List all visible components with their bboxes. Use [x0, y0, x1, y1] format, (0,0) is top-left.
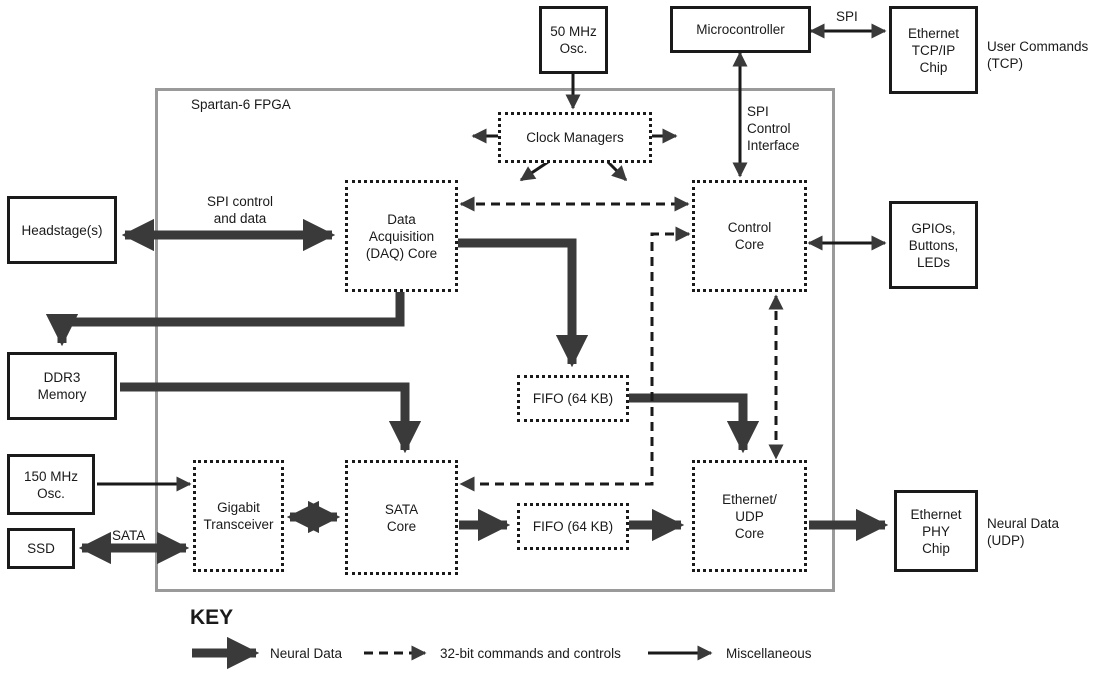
fifo-top-block: FIFO (64 KB) — [517, 375, 629, 422]
sata-core-block: SATA Core — [345, 460, 458, 575]
key-neural-label: Neural Data — [270, 646, 343, 661]
ddr3-sata-link — [120, 382, 422, 454]
spi-control-interface-label: SPI Control Interface — [747, 104, 800, 153]
user-commands-label: User Commands (TCP) — [987, 39, 1089, 71]
fifo-bottom-block: FIFO (64 KB) — [517, 503, 629, 550]
clock-down-left-out — [519, 160, 549, 182]
fpga-label: Spartan-6 FPGA — [191, 97, 291, 112]
spi-control-data-label: SPI control and data — [206, 194, 274, 226]
osc-150mhz-block: 150 MHz Osc. — [7, 454, 95, 515]
control-sata-link — [459, 226, 691, 492]
key-title: KEY — [190, 606, 234, 629]
sata-label: SATA — [112, 528, 146, 543]
fifo-ethernet-link — [628, 393, 760, 454]
gigabit-transceiver-block: Gigabit Transceiver — [193, 460, 284, 572]
ethernet-tcp-chip-block: Ethernet TCP/IP Chip — [889, 6, 978, 94]
ethernet-phy-chip-block: Ethernet PHY Chip — [894, 490, 978, 572]
control-core-block: Control Core — [692, 180, 807, 292]
ssd-block: SSD — [7, 528, 75, 569]
gpio-block: GPIOs, Buttons, LEDs — [889, 201, 978, 289]
neural-data-udp-label: Neural Data (UDP) — [987, 516, 1060, 548]
clock-down-right-out — [606, 160, 628, 182]
spi-label: SPI — [836, 9, 858, 24]
daq-core-block: Data Acquisition (DAQ) Core — [345, 180, 458, 292]
ethernet-udp-core-block: Ethernet/ UDP Core — [692, 460, 807, 572]
headstage-block: Headstage(s) — [7, 196, 117, 264]
key-commands-label: 32-bit commands and controls — [440, 646, 621, 661]
daq-fifo-link — [458, 238, 589, 368]
microcontroller-block: Microcontroller — [670, 6, 811, 53]
ddr3-memory-block: DDR3 Memory — [7, 352, 117, 420]
key-misc-label: Miscellaneous — [726, 646, 812, 661]
osc-50mhz-block: 50 MHz Osc. — [539, 6, 608, 74]
clock-managers-block: Clock Managers — [498, 112, 652, 163]
daq-ddr3-link — [45, 292, 405, 347]
fpga-boundary — [155, 88, 835, 592]
